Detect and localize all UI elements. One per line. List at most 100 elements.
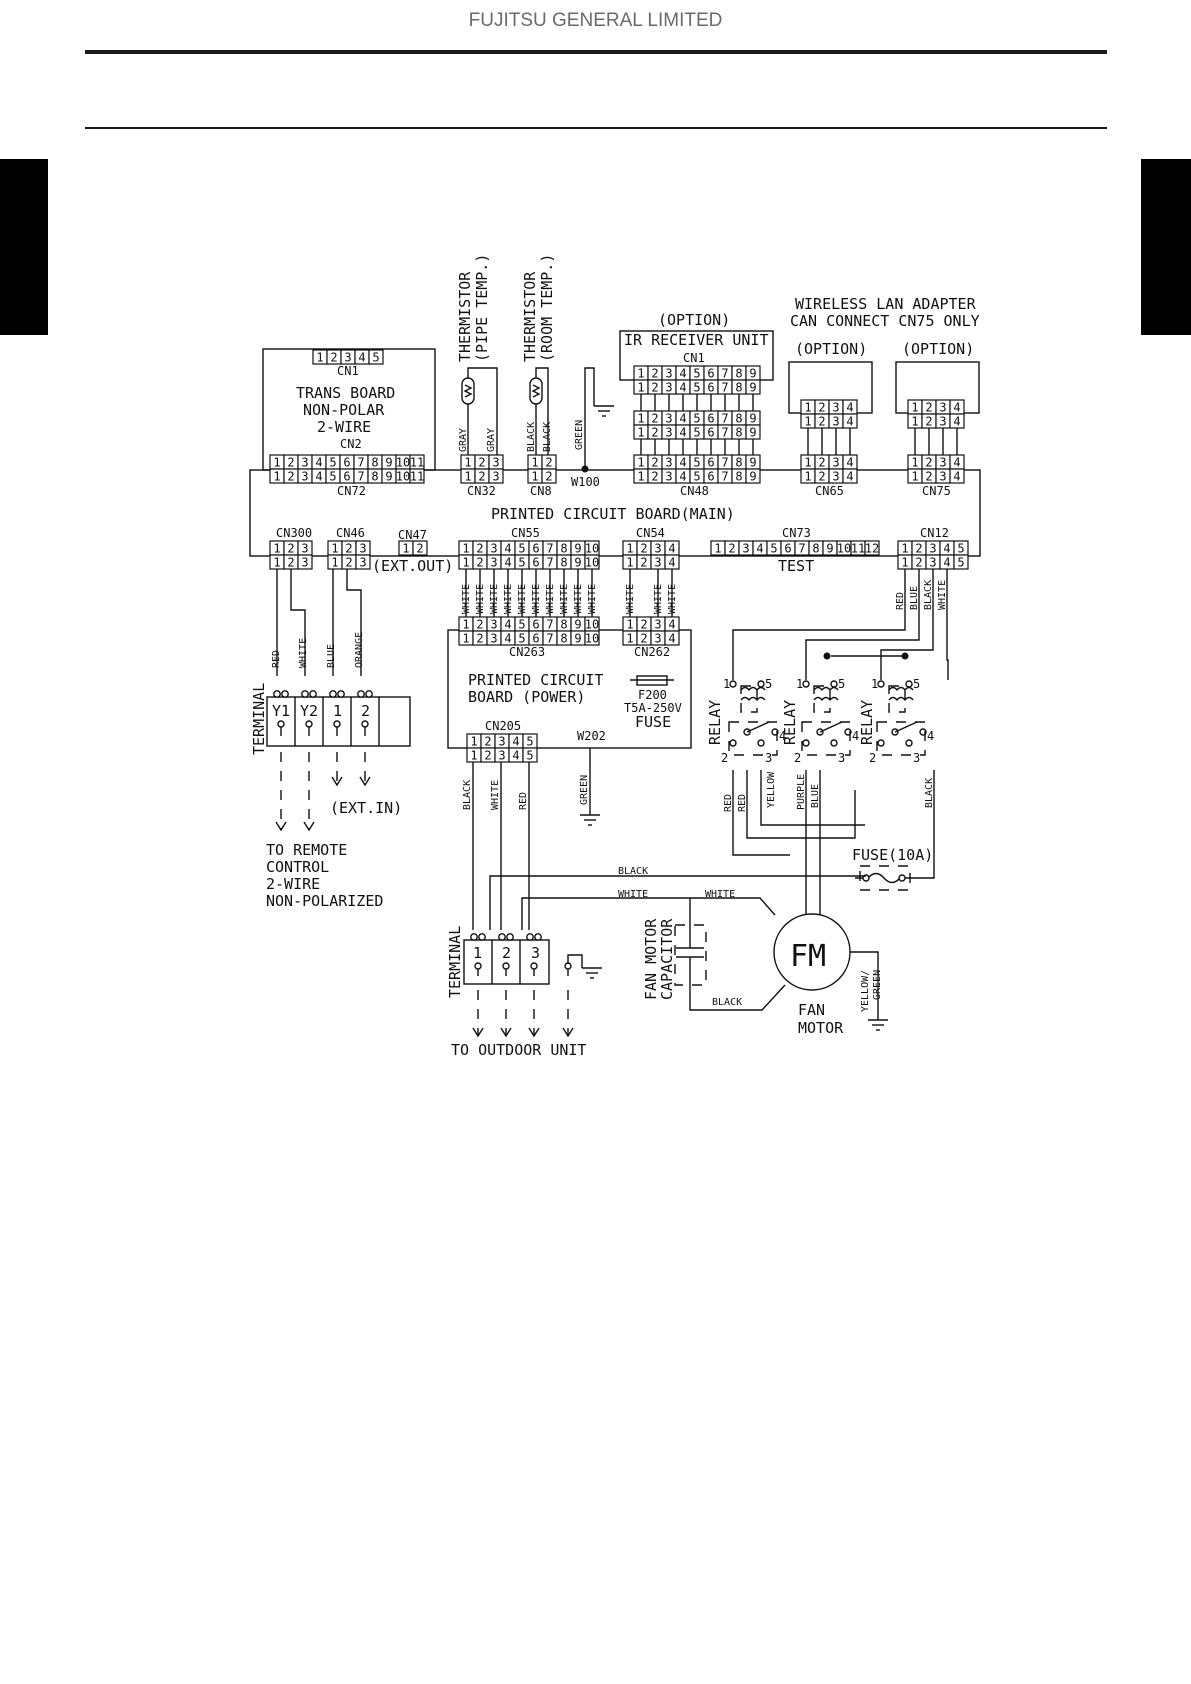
svg-text:BLACK: BLACK	[923, 580, 934, 610]
pin-number: 2	[476, 556, 483, 570]
pin-number: 4	[953, 456, 960, 470]
pin-number: 2	[925, 401, 932, 415]
fuse-rating-label: T5A-250V	[624, 701, 682, 715]
pin-number: 12	[865, 542, 879, 556]
pin-number: 1	[911, 470, 918, 484]
pin-number: 6	[532, 542, 539, 556]
pin-number: 9	[749, 456, 756, 470]
pin-number: 4	[504, 556, 511, 570]
remote-terminal-block	[266, 696, 411, 747]
pin-number: 4	[943, 556, 950, 570]
cn54-label: CN54	[636, 526, 665, 540]
pin-number: 1	[462, 542, 469, 556]
pin-cell	[368, 349, 384, 365]
pin-number: 6	[707, 426, 714, 440]
main-pcb-outline	[249, 469, 981, 557]
pin-number: 4	[679, 367, 686, 381]
to-outdoor-label: TO OUTDOOR UNIT	[451, 1041, 586, 1059]
pin-number: 9	[574, 542, 581, 556]
pin-number: 3	[301, 542, 308, 556]
pin-number: 8	[560, 618, 567, 632]
outdoor-terminal-3: 3	[531, 944, 540, 962]
svg-text:4: 4	[927, 729, 934, 743]
terminal-1: 1	[333, 702, 342, 720]
pin-number: 7	[546, 632, 553, 646]
cn72-label: CN72	[337, 484, 366, 498]
power-pcb-label-1: PRINTED CIRCUIT	[468, 671, 603, 689]
pin-number: 3	[939, 456, 946, 470]
relay-2-label: RELAY	[781, 700, 799, 745]
svg-text:WHITE: WHITE	[653, 584, 664, 614]
pin-number: 10	[585, 618, 599, 632]
pin-number: 1	[626, 542, 633, 556]
pin-cell	[541, 468, 557, 484]
svg-text:BLUE: BLUE	[326, 644, 337, 668]
pin-number: 3	[832, 470, 839, 484]
svg-text:RED: RED	[737, 794, 748, 812]
pin-number: 11	[410, 456, 424, 470]
pin-number: 2	[345, 542, 352, 556]
pin-number: 2	[476, 618, 483, 632]
pin-number: 4	[668, 556, 675, 570]
pin-number: 8	[560, 632, 567, 646]
pin-number: 7	[546, 618, 553, 632]
pin-number: 1	[402, 542, 409, 556]
svg-text:4: 4	[852, 729, 859, 743]
pin-number: 5	[957, 556, 964, 570]
pin-number: 1	[626, 632, 633, 646]
pin-number: 2	[651, 470, 658, 484]
svg-text:WHITE: WHITE	[618, 889, 648, 900]
trans-board-label: TRANS BOARD	[296, 384, 395, 402]
svg-text:RED: RED	[723, 794, 734, 812]
pin-number: 4	[846, 401, 853, 415]
pin-number: 2	[651, 456, 658, 470]
cn55-label: CN55	[511, 526, 540, 540]
pin-number: 1	[637, 381, 644, 395]
pin-number: 8	[735, 456, 742, 470]
pin-number: 6	[707, 470, 714, 484]
svg-text:WHITE: WHITE	[461, 584, 472, 614]
pin-number: 2	[818, 456, 825, 470]
pin-cell	[409, 468, 425, 484]
svg-text:BLACK: BLACK	[924, 778, 935, 808]
f200-label: F200	[638, 688, 667, 702]
pin-number: 1	[911, 415, 918, 429]
pin-number: 3	[665, 381, 672, 395]
svg-text:WHITE: WHITE	[503, 584, 514, 614]
pin-number: 10	[396, 470, 410, 484]
svg-text:GREEN: GREEN	[872, 970, 883, 1000]
pin-number: 1	[804, 401, 811, 415]
pin-number: 8	[371, 456, 378, 470]
pin-number: 8	[735, 426, 742, 440]
cn75-label: CN75	[922, 484, 951, 498]
pin-number: 4	[504, 618, 511, 632]
pin-number: 5	[693, 470, 700, 484]
cn8-label: CN8	[530, 484, 552, 498]
svg-text:3: 3	[913, 751, 920, 765]
pin-number: 7	[546, 556, 553, 570]
pin-number: 3	[665, 456, 672, 470]
pin-cell	[412, 540, 428, 556]
pin-number: 3	[492, 456, 499, 470]
pin-number: 2	[545, 470, 552, 484]
pin-number: 4	[846, 470, 853, 484]
pin-number: 4	[512, 749, 519, 763]
pin-number: 10	[396, 456, 410, 470]
svg-text:GRAY: GRAY	[458, 428, 469, 452]
svg-text:WHITE: WHITE	[489, 584, 500, 614]
pin-cell	[864, 540, 880, 556]
pin-number: 3	[654, 632, 661, 646]
to-remote-4: NON-POLARIZED	[266, 892, 383, 910]
company-header: FUJITSU GENERAL LIMITED	[468, 10, 723, 31]
pin-number: 7	[546, 542, 553, 556]
